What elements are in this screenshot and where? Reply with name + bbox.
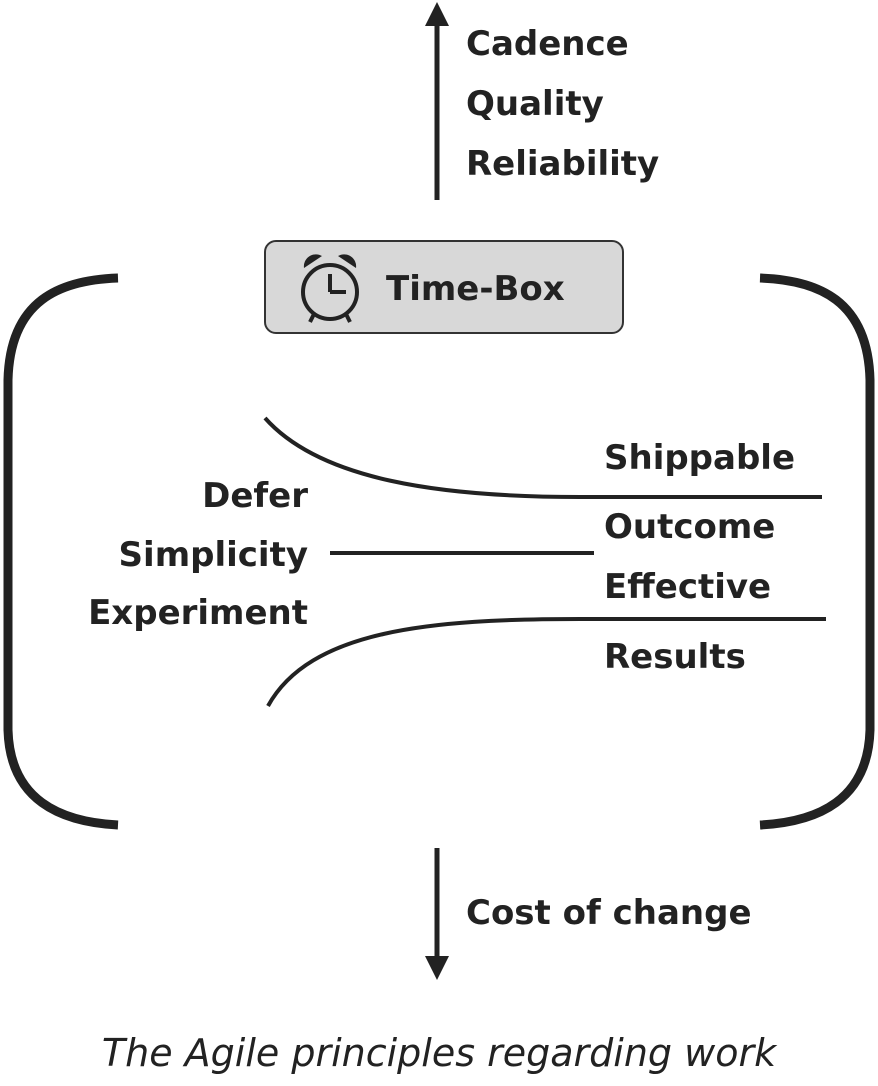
label-cost-of-change: Cost of change bbox=[466, 893, 752, 933]
label-shippable: Shippable bbox=[604, 438, 796, 478]
label-quality: Quality bbox=[466, 84, 604, 124]
label-results: Results bbox=[604, 637, 746, 677]
left-bracket bbox=[3, 273, 119, 830]
label-simplicity: Simplicity bbox=[118, 535, 308, 575]
lower-funnel-curve bbox=[266, 617, 826, 707]
timebox-label: Time-Box bbox=[386, 269, 565, 309]
timebox: Time-Box bbox=[264, 240, 624, 334]
down-arrow bbox=[425, 848, 449, 980]
caption: The Agile principles regarding work bbox=[101, 1031, 777, 1075]
upper-funnel-curve bbox=[263, 416, 822, 499]
label-effective: Effective bbox=[604, 567, 772, 607]
alarm-clock-icon bbox=[301, 254, 359, 323]
label-experiment: Experiment bbox=[88, 593, 308, 633]
right-bracket bbox=[759, 273, 875, 830]
label-defer: Defer bbox=[202, 476, 308, 516]
up-arrow bbox=[425, 2, 449, 200]
label-outcome: Outcome bbox=[604, 507, 776, 547]
label-cadence: Cadence bbox=[466, 24, 629, 64]
label-reliability: Reliability bbox=[466, 144, 660, 184]
